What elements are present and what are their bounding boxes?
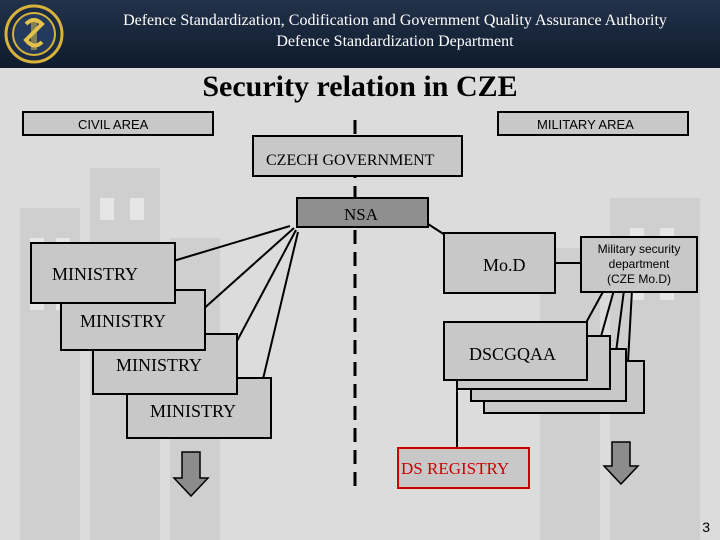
ministry-label-1: MINISTRY: [52, 264, 139, 284]
military-down-arrow-icon: [602, 441, 640, 486]
military-security-line-3: (CZE Mo.D): [607, 272, 671, 286]
military-security-line-1: Military security: [597, 242, 681, 256]
mil-sec-to-dscgqaa-3: [615, 289, 625, 353]
mil-sec-to-dscgqaa-4: [627, 289, 633, 363]
civil-down-arrow-icon: [172, 451, 210, 498]
mod-label: Mo.D: [483, 255, 526, 275]
nsa-to-ministry-1: [169, 225, 291, 263]
dscgqaa-label: DSCGQAA: [469, 344, 557, 364]
nsa-label: NSA: [344, 205, 379, 224]
header-band: Defence Standardization, Codification an…: [0, 0, 720, 68]
civil-area-box: CIVIL AREA: [22, 111, 214, 136]
header-department-name: Defence Standardization Department: [276, 33, 514, 50]
military-security-box: Military security department (CZE Mo.D): [580, 236, 698, 293]
ministry-label-3: MINISTRY: [116, 355, 203, 375]
czech-government-label: CZECH GOVERNMENT: [266, 152, 435, 169]
nsa-to-ministry-2: [199, 227, 295, 313]
military-area-box: MILITARY AREA: [497, 111, 689, 136]
military-security-line-2: department: [608, 257, 670, 271]
ministry-label-2: MINISTRY: [80, 311, 167, 331]
header-authority-name: Defence Standardization, Codification an…: [123, 12, 667, 29]
nsa-to-ministry-3: [227, 229, 297, 359]
ministry-box-1: MINISTRY: [30, 242, 176, 304]
military-area-label: MILITARY AREA: [537, 117, 634, 132]
mil-sec-to-dscgqaa-2: [599, 289, 615, 341]
ds-registry-label: DS REGISTRY: [401, 459, 510, 478]
authority-emblem-icon: [4, 4, 64, 64]
ministry-label-4: MINISTRY: [150, 401, 237, 421]
czech-government-box: CZECH GOVERNMENT: [252, 135, 463, 177]
dscgqaa-box: DSCGQAA: [443, 321, 588, 381]
civil-area-label: CIVIL AREA: [78, 117, 149, 132]
ds-registry-box: DS REGISTRY: [397, 447, 530, 489]
nsa-to-ministry-4: [257, 231, 299, 401]
nsa-box: NSA: [296, 197, 429, 228]
building-watermark: [0, 68, 720, 540]
mod-box: Mo.D: [443, 232, 556, 294]
slide-title: Security relation in CZE: [202, 70, 518, 103]
page-number: 3: [702, 519, 710, 535]
